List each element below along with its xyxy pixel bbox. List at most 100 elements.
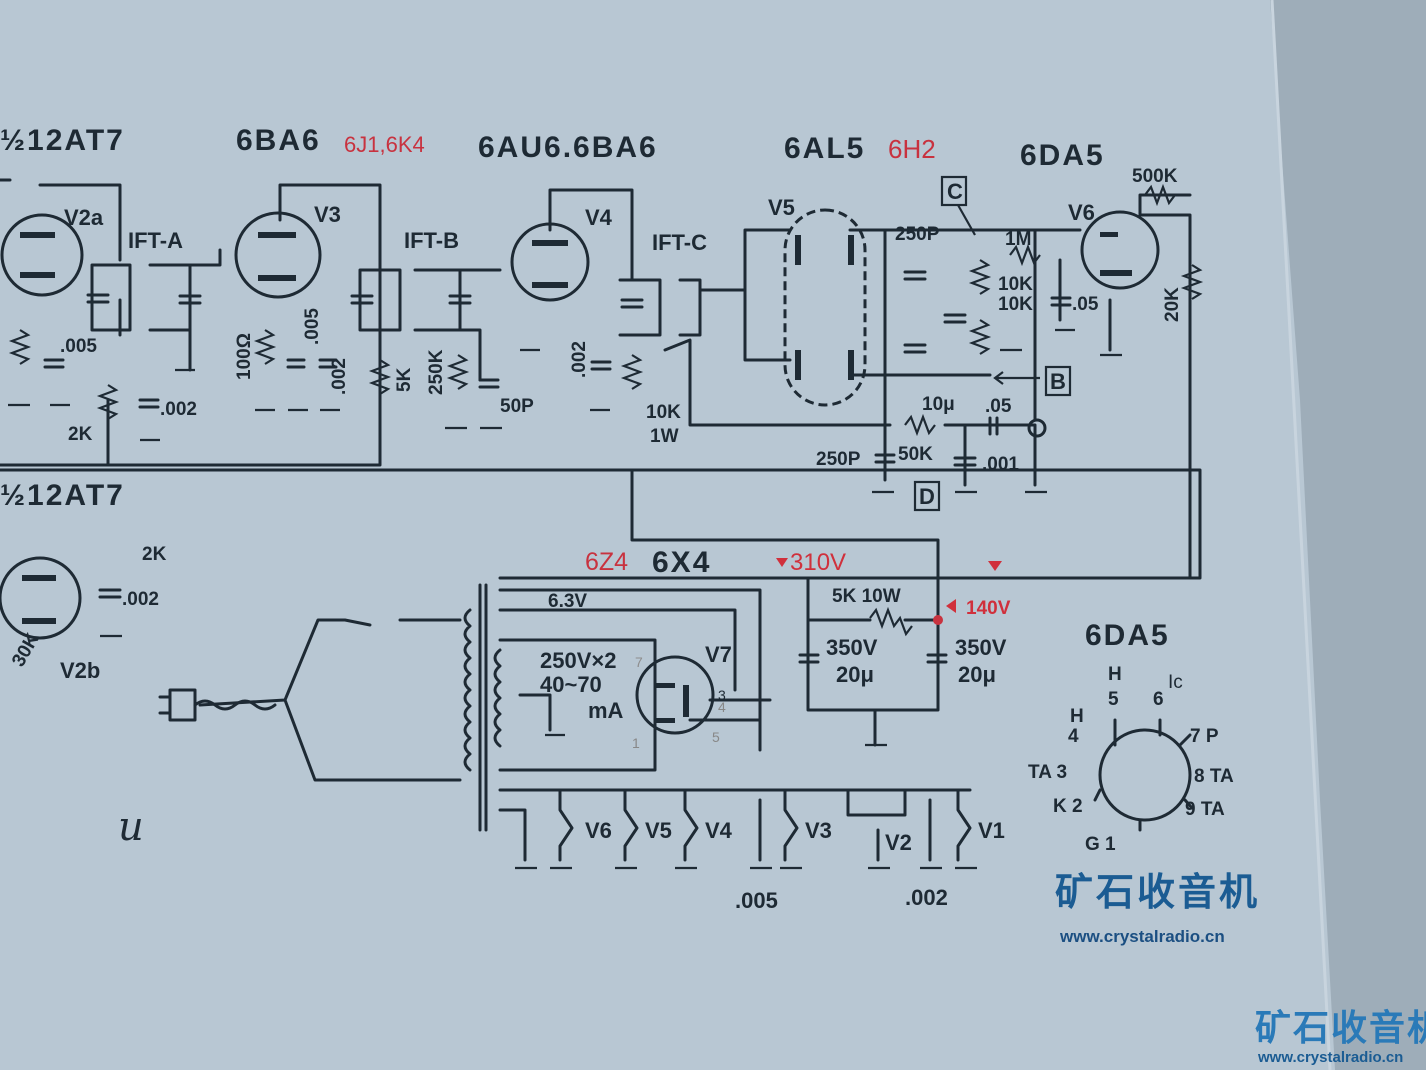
pin-label: 6 <box>1153 689 1164 710</box>
heater-label: V6 <box>585 818 612 843</box>
heater-labels: V6 V5 V4 V3 V2 V1 <box>585 818 1005 855</box>
ift-b-label: IFT-B <box>404 228 459 253</box>
value-label: 2K <box>68 424 93 445</box>
pin-label: 1 <box>632 735 640 751</box>
value-label: .005 <box>302 308 323 345</box>
value-label: 6.3V <box>548 591 587 612</box>
voltage-310: 310V <box>790 549 846 576</box>
value-label: 500K <box>1132 166 1178 187</box>
watermark-logo-corner: 矿石收音机 <box>1255 1007 1426 1048</box>
pin-label: 3 <box>718 687 726 703</box>
pin-label: Ic <box>1168 672 1183 693</box>
ift-a-label: IFT-A <box>128 228 183 253</box>
value-label: 2K <box>142 544 167 565</box>
marker-d: D <box>919 484 935 509</box>
heading-v5-alt: 6H2 <box>888 134 936 164</box>
pin-label: 5 <box>712 729 720 745</box>
heading-v2-bottom: ½12AT7 <box>0 479 125 512</box>
value-label: 350V <box>955 635 1007 660</box>
value-label: .002 <box>122 589 159 610</box>
heater-label: V3 <box>805 818 832 843</box>
heading-rect-alt: 6Z4 <box>585 548 628 576</box>
value-label: .05 <box>1072 294 1099 315</box>
voltage-140: 140V <box>966 598 1011 619</box>
ref-v5: V5 <box>768 195 795 220</box>
watermark-url: www.crystalradio.cn <box>1059 927 1225 946</box>
v7-pin-numbers: 7 3 4 1 5 <box>632 654 726 751</box>
component-values: .005 2K .002 100Ω .005 .002 5K 250K 50P … <box>8 166 1183 913</box>
pin-label: G 1 <box>1085 834 1116 855</box>
tube-headings: ½12AT7 6BA6 6J1,6K4 6AU6.6BA6 6AL5 6H2 6… <box>0 124 1105 579</box>
value-label: 10μ <box>922 394 955 415</box>
pin-label: 4 <box>718 699 726 715</box>
pinout-title: 6DA5 <box>1085 619 1170 652</box>
value-label: 250K <box>426 349 447 395</box>
value-label: .05 <box>985 396 1012 417</box>
handwritten-mark: u <box>118 804 144 850</box>
value-label: 10K <box>646 402 681 423</box>
value-label: .002 <box>569 341 590 378</box>
pin-label: 8 TA <box>1194 766 1234 787</box>
value-label: 50K <box>898 444 933 465</box>
value-label: 1M <box>1005 229 1031 250</box>
ref-v2b: V2b <box>60 658 100 683</box>
value-label: 250P <box>895 224 940 245</box>
value-label: 50P <box>500 396 534 417</box>
pin-label: 4 <box>1068 726 1079 747</box>
value-label: 100Ω <box>234 333 255 380</box>
value-label: .002 <box>160 399 197 420</box>
value-label: .002 <box>329 358 350 395</box>
pin-label: 5 <box>1108 689 1119 710</box>
heading-rect: 6X4 <box>652 546 711 579</box>
heading-v3-alt: 6J1,6K4 <box>344 132 425 157</box>
ref-v6: V6 <box>1068 200 1095 225</box>
value-label: 5K 10W <box>832 586 901 607</box>
ref-v7: V7 <box>705 642 732 667</box>
connection-markers: C B D <box>913 175 1072 512</box>
value-label: 250V×2 <box>540 648 616 673</box>
heading-v3: 6BA6 <box>236 124 321 157</box>
value-label: .002 <box>905 885 948 910</box>
ref-v4: V4 <box>585 205 613 230</box>
watermark-url-corner: www.crystalradio.cn <box>1257 1049 1403 1066</box>
if-transformer-labels: IFT-A IFT-B IFT-C <box>128 228 707 255</box>
pin-label: 7 <box>635 654 643 670</box>
table-background <box>1270 0 1426 1070</box>
heading-v2-top: ½12AT7 <box>0 124 125 157</box>
ref-v3: V3 <box>314 202 341 227</box>
heading-v5: 6AL5 <box>784 132 865 165</box>
value-label: .001 <box>982 454 1019 475</box>
voltage-annotations: 310V 140V <box>776 549 1011 619</box>
value-label: .005 <box>735 888 778 913</box>
value-label: 10K <box>998 274 1033 295</box>
value-label: 40~70 <box>540 672 602 697</box>
pin-label: H <box>1108 664 1122 685</box>
heater-label: V4 <box>705 818 733 843</box>
marker-b: B <box>1050 369 1066 394</box>
wiring <box>0 178 1204 870</box>
pin-label: TA 3 <box>1028 762 1067 783</box>
tube-references: V2a V3 V4 V5 V6 V7 V2b <box>60 195 1095 683</box>
6da5-pinout: 6DA5 H 5 6 Ic H 4 7 P TA 3 8 TA K 2 9 TA… <box>1028 619 1234 855</box>
heater-label: V1 <box>978 818 1005 843</box>
watermark-logo: 矿石收音机 <box>1055 872 1260 914</box>
watermark: 矿石收音机 www.crystalradio.cn 矿石收音机 www.crys… <box>1055 872 1426 1066</box>
value-label: .005 <box>60 336 97 357</box>
pin-label: 9 TA <box>1185 799 1225 820</box>
paper-edge <box>1270 0 1332 1070</box>
pin-label: H <box>1070 706 1084 727</box>
value-label: 20μ <box>836 662 874 687</box>
value-label: 20μ <box>958 662 996 687</box>
ref-v2a: V2a <box>64 205 104 230</box>
value-label: 1W <box>650 426 679 447</box>
heater-label: V2 <box>885 830 912 855</box>
heading-v6: 6DA5 <box>1020 139 1105 172</box>
value-label: 250P <box>816 449 861 470</box>
value-label: 20K <box>1162 287 1183 322</box>
pin-label: K 2 <box>1053 796 1083 817</box>
heading-v4: 6AU6.6BA6 <box>478 131 658 164</box>
value-label: mA <box>588 698 624 723</box>
marker-c: C <box>947 179 963 204</box>
